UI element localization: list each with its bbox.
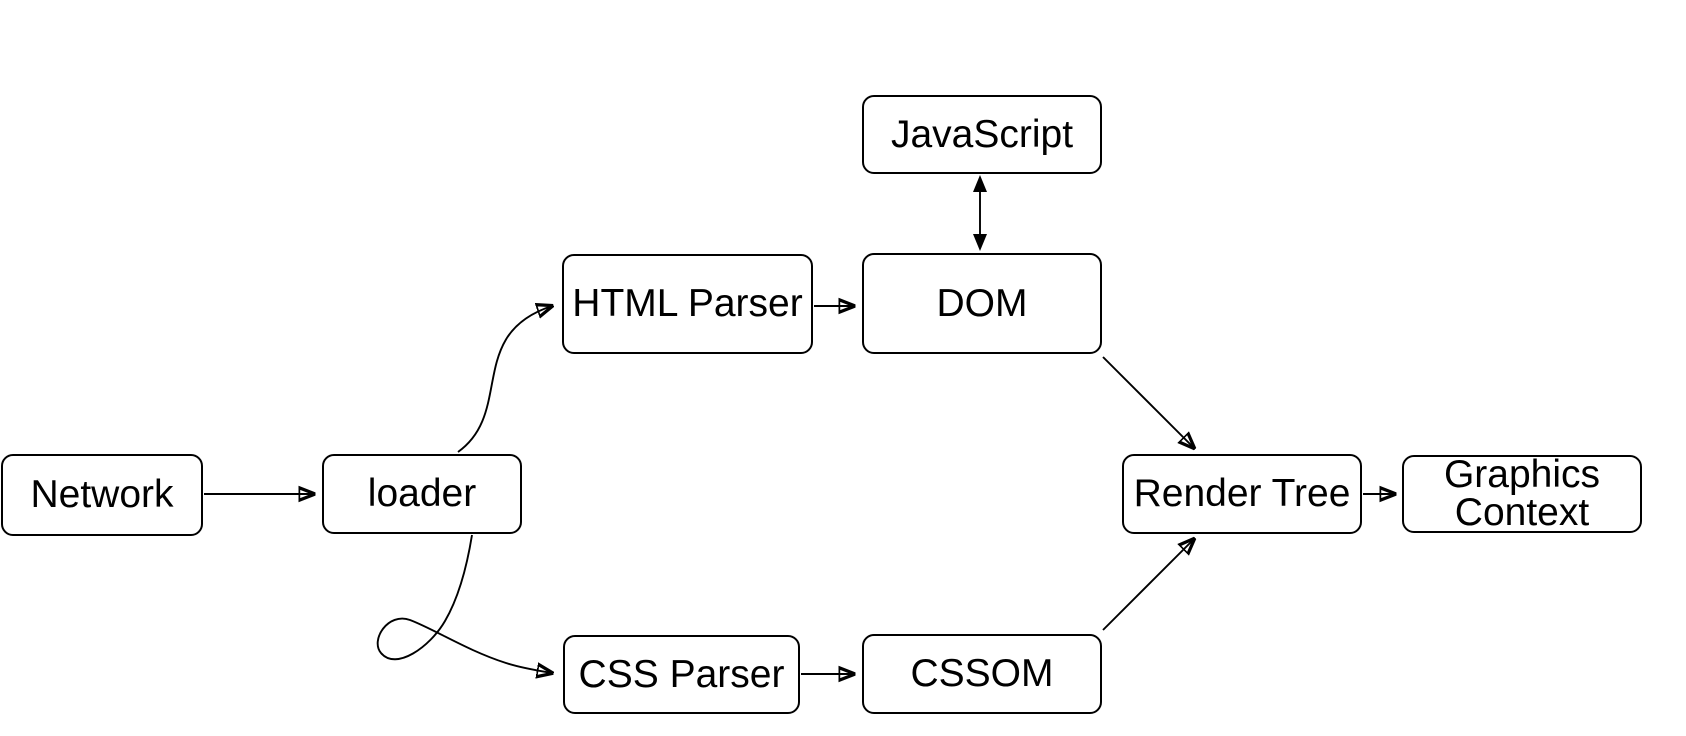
node-html-parser-label: HTML Parser (572, 282, 803, 326)
node-javascript-label: JavaScript (890, 112, 1074, 156)
node-network: Network (1, 454, 203, 536)
edge-dom-to-render-tree (1102, 356, 1194, 448)
edge-javascript-dom-bidirectional (973, 175, 987, 251)
arrowhead-down (973, 234, 987, 251)
node-dom-label: DOM (936, 281, 1028, 325)
node-graphics-context-label: Graphics Context (1443, 453, 1601, 534)
edge-loader-to-html-parser (457, 306, 552, 453)
node-cssom: CSSOM (862, 634, 1102, 714)
node-render-tree: Render Tree (1122, 454, 1362, 534)
node-loader: loader (322, 454, 522, 534)
node-loader-label: loader (367, 472, 477, 516)
edge-cssom-to-render-tree (1102, 539, 1194, 631)
node-css-parser-label: CSS Parser (578, 652, 785, 696)
arrowhead-up (973, 175, 987, 192)
node-network-label: Network (30, 473, 174, 517)
node-css-parser: CSS Parser (563, 635, 800, 714)
node-render-tree-label: Render Tree (1133, 472, 1351, 516)
edge-loader-to-css-parser (376, 534, 552, 673)
node-javascript: JavaScript (862, 95, 1102, 174)
node-html-parser: HTML Parser (562, 254, 813, 354)
node-graphics-context: Graphics Context (1402, 455, 1642, 533)
node-dom: DOM (862, 253, 1102, 354)
node-cssom-label: CSSOM (910, 652, 1054, 696)
